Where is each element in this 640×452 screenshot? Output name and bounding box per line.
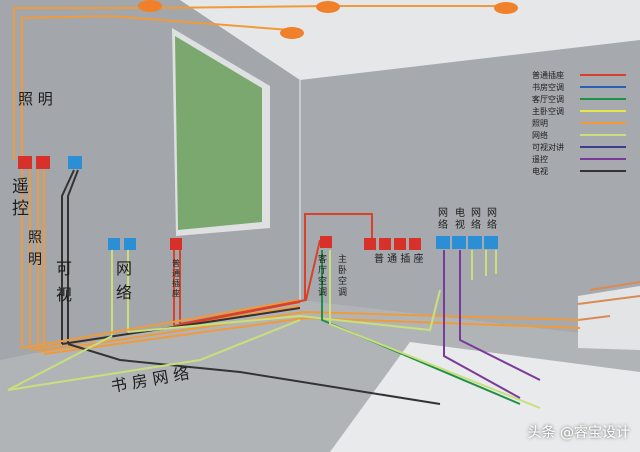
right-box-label-char: 络 bbox=[438, 218, 448, 231]
right-box-label-char: 络 bbox=[471, 218, 481, 231]
network-box bbox=[436, 236, 450, 249]
intercom-box bbox=[68, 156, 82, 169]
master-bedroom-ac-char: 调 bbox=[338, 287, 347, 298]
right-box-label-char: 电 bbox=[455, 206, 465, 219]
legend-label: 书房空调 bbox=[532, 82, 564, 92]
intercom-label-2: 视 bbox=[56, 285, 72, 304]
switch-box bbox=[18, 156, 32, 169]
remote-label-2: 控 bbox=[12, 199, 29, 219]
outlet-box bbox=[170, 238, 182, 250]
ceiling bbox=[180, 0, 640, 80]
outlet-box bbox=[379, 238, 391, 250]
lighting-side-label-1: 照 bbox=[28, 230, 42, 246]
switch-box bbox=[36, 156, 50, 169]
outlet-box bbox=[409, 238, 421, 250]
ceiling-lamp bbox=[138, 0, 162, 12]
network-box bbox=[468, 236, 482, 249]
outlet-row-label: 普 通 插 座 bbox=[374, 252, 424, 265]
outlet-vertical-label-1: 普 bbox=[172, 258, 180, 268]
network-left-label-2: 络 bbox=[116, 283, 132, 302]
right-wall bbox=[300, 40, 640, 340]
watermark: 头条 @睿宝设计 bbox=[527, 425, 630, 441]
outlet-vertical-label-4: 座 bbox=[172, 288, 180, 298]
right-box-label-char: 视 bbox=[455, 218, 465, 231]
legend-label: 遥控 bbox=[532, 154, 548, 164]
lighting-side-label-2: 明 bbox=[28, 252, 42, 268]
outlet-vertical-label-3: 插 bbox=[172, 278, 180, 288]
outlet-box bbox=[364, 238, 376, 250]
legend-label: 电视 bbox=[532, 166, 548, 176]
outlet-box bbox=[394, 238, 406, 250]
lighting-top-label: 照 明 bbox=[18, 90, 53, 108]
tv-box bbox=[452, 236, 466, 249]
legend-label: 普通插座 bbox=[532, 70, 564, 80]
network-left-label-1: 网 bbox=[116, 259, 132, 278]
legend-label: 主卧空调 bbox=[532, 106, 564, 116]
master-bedroom-ac-char: 主 bbox=[338, 253, 347, 265]
legend-label: 可视对讲 bbox=[532, 142, 564, 152]
master-bedroom-ac-char: 卧 bbox=[338, 264, 347, 276]
network-box bbox=[124, 238, 136, 250]
window-glass bbox=[175, 36, 262, 230]
legend-label: 网络 bbox=[532, 130, 548, 140]
living-room-ac-char: 调 bbox=[318, 287, 327, 298]
ceiling-lamp bbox=[494, 2, 518, 14]
floor-highlight bbox=[330, 342, 640, 452]
living-room-ac-char: 空 bbox=[318, 275, 327, 287]
living-room-ac-label: 客厅空调 bbox=[318, 253, 327, 298]
right-box-label-char: 网 bbox=[438, 207, 448, 219]
ceiling-lamp bbox=[280, 27, 304, 39]
network-box bbox=[108, 238, 120, 250]
living-room-ac-char: 客 bbox=[318, 253, 327, 265]
legend-label: 客厅空调 bbox=[532, 94, 564, 104]
outlet-vertical-label-2: 通 bbox=[172, 268, 180, 278]
master-bedroom-ac-char: 空 bbox=[338, 275, 347, 287]
living-room-ac-char: 厅 bbox=[318, 265, 327, 276]
remote-label-1: 遥 bbox=[12, 177, 29, 197]
stair-edges bbox=[577, 281, 640, 321]
right-box-label-char: 络 bbox=[487, 218, 497, 231]
left-wall-drops bbox=[21, 169, 181, 348]
right-box-label-char: 网 bbox=[471, 207, 481, 219]
right-box-label-char: 网 bbox=[487, 207, 497, 219]
floor-runs bbox=[7, 213, 581, 409]
ceiling-lamp bbox=[316, 1, 340, 13]
master-bedroom-ac-label: 主卧空调 bbox=[338, 253, 347, 298]
network-box bbox=[484, 236, 498, 249]
intercom-label-1: 可 bbox=[56, 259, 72, 278]
legend-label: 照明 bbox=[532, 119, 548, 128]
ac-box bbox=[320, 236, 332, 248]
